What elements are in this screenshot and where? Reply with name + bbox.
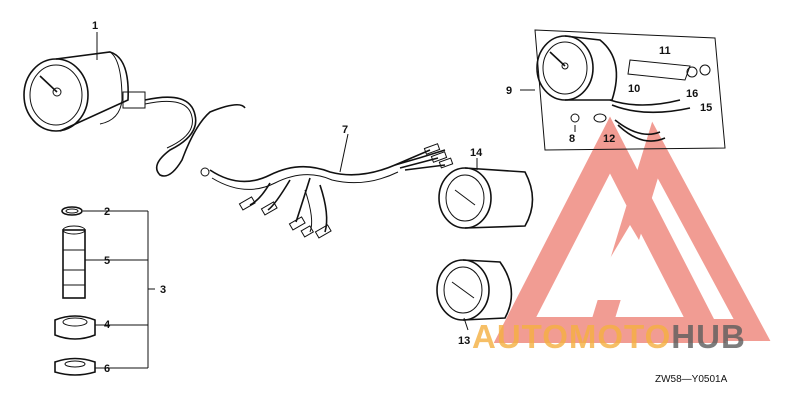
callout-3: 3 xyxy=(160,284,166,296)
svg-text:AUTOMOTOHUB: AUTOMOTOHUB xyxy=(472,318,746,355)
callout-11: 11 xyxy=(659,45,671,57)
watermark-wordmark: AUTOMOTOHUB xyxy=(472,318,746,355)
callout-6: 6 xyxy=(104,363,110,375)
gauge-13 xyxy=(436,259,513,321)
shaft-assembly xyxy=(54,206,96,376)
watermark-word-part1: AUTOMOTO xyxy=(472,318,671,355)
callout-9: 9 xyxy=(506,85,512,97)
callout-2: 2 xyxy=(104,206,110,218)
callout-4: 4 xyxy=(104,319,111,331)
gauge-14 xyxy=(438,167,534,229)
callout-8: 8 xyxy=(569,133,575,145)
callout-5: 5 xyxy=(104,255,110,267)
callout-16: 16 xyxy=(686,88,698,100)
callout-15: 15 xyxy=(700,102,712,114)
callout-12: 12 xyxy=(603,133,615,145)
callout-14: 14 xyxy=(470,147,483,159)
wire-harness-7 xyxy=(200,143,454,239)
callout-7: 7 xyxy=(342,124,348,136)
leader-lines xyxy=(83,32,576,369)
gauge-1 xyxy=(23,51,246,177)
reference-code: ZW58—Y0501A xyxy=(655,374,728,385)
watermark-word-part2: HUB xyxy=(671,318,746,355)
watermark-logo xyxy=(493,116,771,343)
kit-box-9 xyxy=(534,29,726,151)
callout-13: 13 xyxy=(458,335,470,347)
callout-1: 1 xyxy=(92,20,98,32)
callout-10: 10 xyxy=(628,83,640,95)
